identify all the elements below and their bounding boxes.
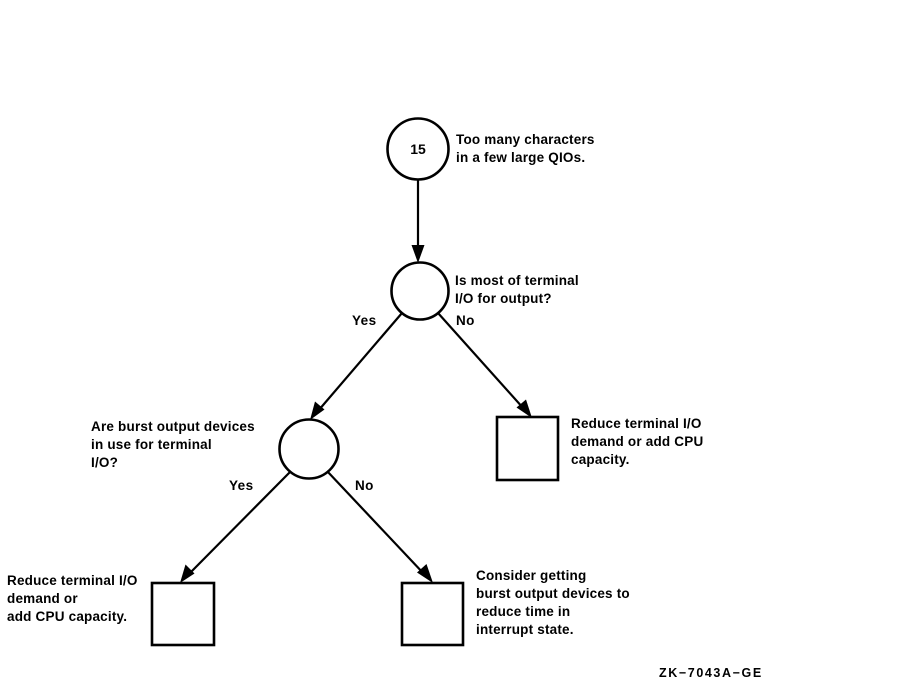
edge-burst-yes [187, 470, 292, 576]
edge-output-yes [317, 312, 403, 412]
action-burst-devices-caption: Consider getting burst output devices to… [476, 568, 630, 637]
branch-label-output-yes: Yes [352, 313, 377, 328]
action-reduce-left-caption: Reduce terminal I/O demand or add CPU ca… [7, 573, 138, 624]
connector-node-15[interactable] [386, 117, 450, 181]
decision-output-caption: Is most of terminal I/O for output? [455, 273, 579, 306]
arrowhead-burst-yes [180, 564, 195, 583]
branch-label-burst-no: No [355, 478, 374, 493]
arrowhead-connector-to-output-decision [411, 245, 425, 263]
arrowhead-burst-no [417, 564, 433, 583]
arrowhead-output-yes [310, 401, 325, 420]
arrowhead-output-no [516, 399, 532, 418]
action-box-burst-devices[interactable] [400, 581, 465, 647]
branch-label-burst-yes: Yes [229, 478, 254, 493]
action-box-reduce-right[interactable] [495, 415, 560, 482]
edge-output-no [437, 312, 525, 410]
action-box-reduce-left[interactable] [150, 581, 216, 647]
decision-node-output[interactable] [390, 261, 450, 321]
branch-label-output-no: No [456, 313, 475, 328]
action-reduce-right-caption: Reduce terminal I/O demand or add CPU ca… [571, 416, 704, 467]
edge-burst-no [326, 470, 426, 576]
decision-burst-caption: Are burst output devices in use for term… [91, 419, 255, 470]
connector-caption: Too many characters in a few large QIOs. [456, 132, 595, 165]
connector-node-number: 15 [410, 141, 426, 157]
figure-identifier: ZK−7043A−GE [659, 666, 763, 680]
decision-node-burst[interactable] [278, 418, 340, 480]
